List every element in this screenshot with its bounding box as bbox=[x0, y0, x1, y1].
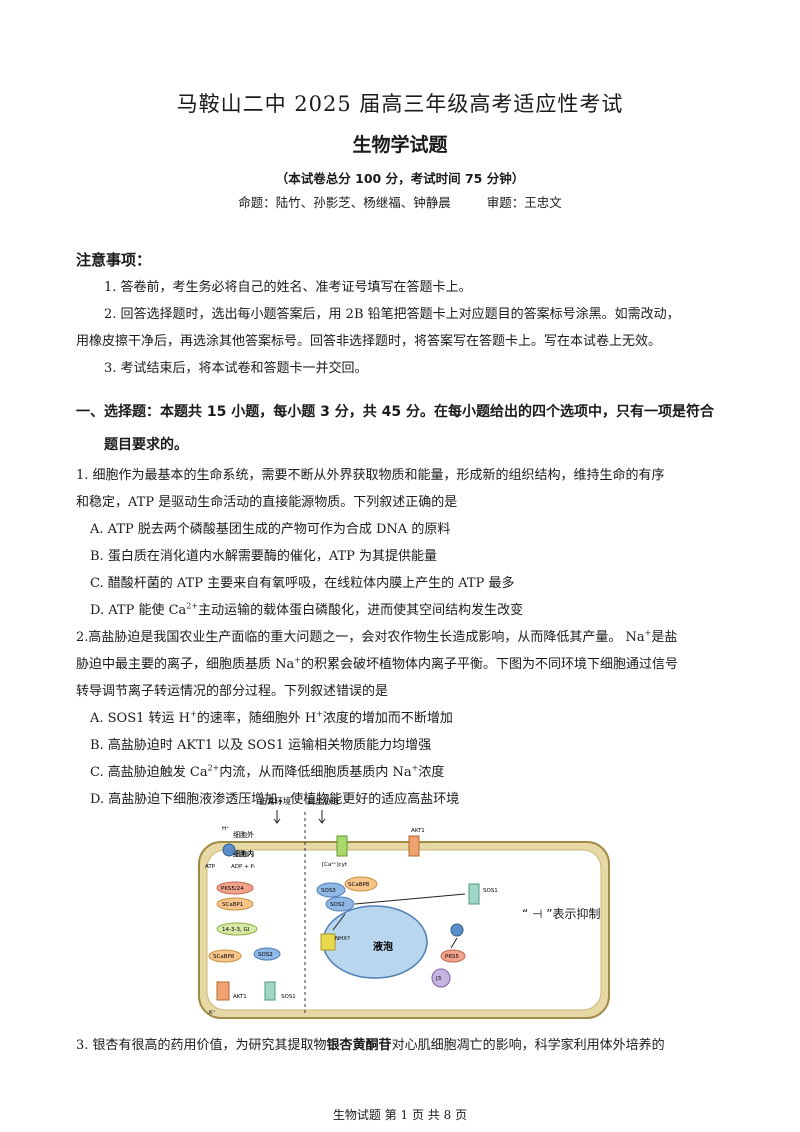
q1-option-d: D. ATP 能使 Ca2+主动运输的载体蛋白磷酸化，进而使其空间结构发生改变 bbox=[90, 601, 524, 618]
sos1-right-channel bbox=[468, 883, 480, 905]
outside-label: 细胞外 bbox=[233, 830, 254, 839]
nhx-channel bbox=[320, 933, 336, 951]
figure-svg: 正常环境 高盐胁迫 细胞外 细胞内 ATP ADP + Pᵢ H⁺ PKS5/2… bbox=[198, 796, 610, 1019]
q2-option-a: A. SOS1 转运 H+的速率，随细胞外 H+浓度的增加而不断增加 bbox=[90, 709, 453, 726]
signal-transduction-figure: 正常环境 高盐胁迫 细胞外 细胞内 ATP ADP + Pᵢ H⁺ PKS5/2… bbox=[195, 792, 615, 1022]
pks524-protein bbox=[216, 881, 254, 895]
notice-item-1: 1. 答卷前，考生务必将自己的姓名、准考证号填写在答题卡上。 bbox=[104, 280, 472, 295]
notice-item-2-cont: 用橡皮擦干净后，再选涂其他答案标号。回答非选择题时，将答案写在答题卡上。写在本试… bbox=[76, 334, 662, 349]
arrow-icon bbox=[354, 893, 466, 905]
nhx-label: NHX? bbox=[335, 936, 350, 942]
j3-label: J3 bbox=[435, 976, 442, 982]
scabp1-label: SCaBP1 bbox=[222, 902, 243, 908]
inhibit-icon bbox=[450, 937, 458, 949]
section-heading: 一、选择题：本题共 15 小题，每小题 3 分，共 45 分。在每小题给出的四个… bbox=[76, 396, 736, 462]
author-line: 命题：陆竹、孙影芝、杨继福、钟静晨 审题：王忠文 bbox=[0, 192, 800, 211]
section-heading-line2: 题目要求的。 bbox=[104, 437, 188, 453]
p1433-protein bbox=[216, 922, 258, 936]
q2-stem-line1: 2.高盐胁迫是我国农业生产面临的重大问题之一，会对农作物生长造成影响，从而降低其… bbox=[76, 628, 678, 645]
sos2-right-label: SOS2 bbox=[330, 902, 345, 908]
notice-item-3: 3. 考试结束后，将本试卷和答题卡一并交回。 bbox=[104, 361, 368, 376]
sos2-left-label: SOS2 bbox=[258, 952, 273, 958]
q1-option-b: B. 蛋白质在消化道内水解需要酶的催化，ATP 为其提供能量 bbox=[90, 549, 438, 564]
akt1-bottom-channel bbox=[216, 981, 230, 1001]
q1-stem-line2: 和稳定，ATP 是驱动生命活动的直接能源物质。下列叙述正确的是 bbox=[76, 495, 458, 510]
env-salt-label: 高盐胁迫 bbox=[307, 796, 339, 806]
akt1-bottom-label: AKT1 bbox=[233, 994, 247, 1000]
q2-option-b: B. 高盐胁迫时 AKT1 以及 SOS1 运输相关物质能力均增强 bbox=[90, 738, 432, 753]
q1-option-c: C. 醋酸杆菌的 ATP 主要来自有氧呼吸，在线粒体内膜上产生的 ATP 最多 bbox=[90, 576, 515, 591]
inside-label: 细胞内 bbox=[233, 849, 254, 858]
scabp1-protein bbox=[216, 897, 254, 911]
sos1-bottom-label: SOS1 bbox=[281, 994, 296, 1000]
sos3-protein bbox=[316, 882, 346, 898]
notice-heading: 注意事项： bbox=[76, 251, 152, 269]
h-label: H⁺ bbox=[222, 825, 229, 832]
akt1-top-channel bbox=[408, 835, 420, 857]
scabp8-right-protein bbox=[344, 876, 378, 892]
sos1-bottom-channel bbox=[264, 981, 276, 1001]
scabp8-left-protein bbox=[208, 949, 242, 963]
pks524-label: PKS5/24 bbox=[221, 886, 244, 892]
sos2-right-protein bbox=[325, 896, 355, 912]
q2-stem-line3: 转导调节离子转运情况的部分过程。下列叙述错误的是 bbox=[76, 684, 389, 699]
j3-protein bbox=[431, 968, 451, 988]
inhibit-legend: “ ⊣ ”表示抑制 bbox=[522, 907, 601, 921]
pump-icon bbox=[450, 923, 464, 937]
page-footer: 生物试题 第 1 页 共 8 页 bbox=[332, 1108, 468, 1122]
adp-label: ADP + Pᵢ bbox=[231, 864, 255, 870]
arrow-down-icon bbox=[318, 810, 326, 824]
q2-stem-line2: 胁迫中最主要的离子，细胞质基质 Na+的积累会破坏植物体内离子平衡。下图为不同环… bbox=[76, 655, 678, 672]
arrow-down-icon bbox=[273, 810, 281, 824]
q1-stem-line1: 1. 细胞作为最基本的生命系统，需要不断从外界获取物质和能量，形成新的组织结构，… bbox=[76, 468, 665, 483]
scabp8-right-label: SCaBP8 bbox=[348, 882, 370, 888]
reviewer: 审题：王忠文 bbox=[486, 195, 562, 210]
akt1-top-label: AKT1 bbox=[411, 828, 425, 834]
exam-title: 马鞍山二中 2025 届高三年级高考适应性考试 bbox=[176, 92, 624, 116]
vacuole-label: 液泡 bbox=[373, 940, 393, 953]
k-bottom-label: K⁺ bbox=[209, 1009, 216, 1016]
q2-option-d: D. 高盐胁迫下细胞液渗透压增加，使植物能更好的适应高盐环境 bbox=[90, 792, 460, 807]
atp-label: ATP bbox=[205, 864, 216, 870]
q2-option-c: C. 高盐胁迫触发 Ca2+内流，从而降低细胞质基质内 Na+浓度 bbox=[90, 763, 445, 780]
calcium-channel bbox=[336, 835, 348, 857]
section-heading-line1: 一、选择题：本题共 15 小题，每小题 3 分，共 45 分。在每小题给出的四个… bbox=[76, 404, 714, 420]
subject-title: 生物学试题 bbox=[352, 134, 448, 156]
sos2-left-protein bbox=[253, 947, 281, 961]
q3-key-term: 银杏黄酮苷 bbox=[326, 1038, 392, 1053]
authors: 命题：陆竹、孙影芝、杨继福、钟静晨 bbox=[238, 195, 451, 210]
q3-stem: 3. 银杏有很高的药用价值，为研究其提取物银杏黄酮苷对心肌细胞凋亡的影响，科学家… bbox=[76, 1038, 665, 1053]
env-normal-label: 正常环境 bbox=[259, 796, 291, 806]
ca-label: [Ca²⁺]cyt bbox=[322, 861, 348, 868]
q1-option-a: A. ATP 脱去两个磷酸基团生成的产物可作为合成 DNA 的原料 bbox=[90, 522, 451, 537]
pks5-protein bbox=[440, 949, 466, 963]
scabp8-left-label: SCaBP8 bbox=[213, 954, 235, 960]
pks5-label: PKS5 bbox=[445, 954, 459, 960]
inhibit-icon bbox=[332, 913, 346, 931]
notice-item-2: 2. 回答选择题时，选出每小题答案后，用 2B 铅笔把答题卡上对应题目的答案标号… bbox=[104, 307, 680, 322]
p1433-label: 14-3-3, GI bbox=[222, 927, 250, 933]
sos3-label: SOS3 bbox=[321, 888, 336, 894]
pump-icon bbox=[222, 843, 236, 857]
sos1-right-label: SOS1 bbox=[483, 888, 498, 894]
exam-duration-note: （本试卷总分 100 分，考试时间 75 分钟） bbox=[275, 171, 525, 186]
